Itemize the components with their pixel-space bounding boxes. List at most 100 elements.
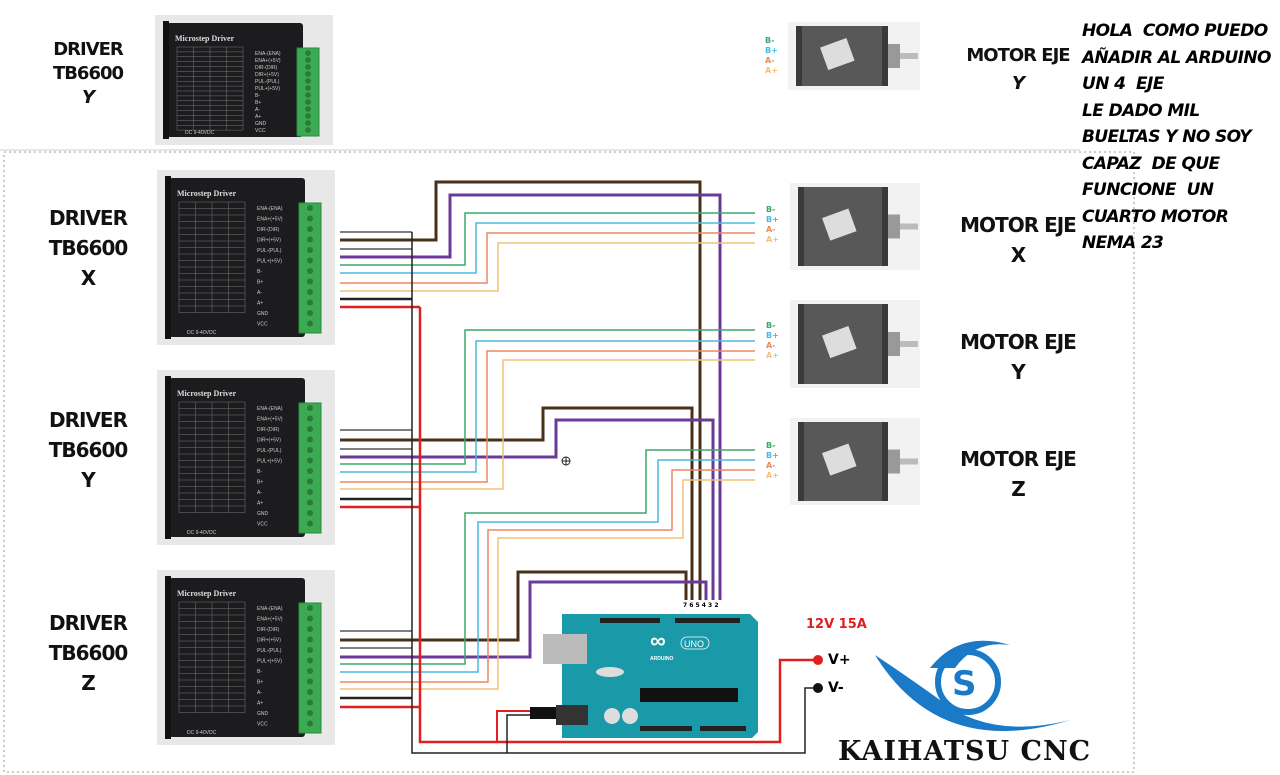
note-line: UN 4 EJE	[1082, 74, 1164, 94]
x-a-plus-wire	[340, 242, 755, 292]
driver-flange	[165, 576, 171, 739]
z-b-minus-wire	[340, 449, 755, 665]
driver-terminal-label: A-	[255, 107, 260, 113]
terminal-screw	[307, 678, 313, 685]
terminal-screw	[307, 457, 313, 464]
terminal-screw	[307, 236, 313, 243]
terminal-screw	[305, 85, 311, 91]
driver-top-y: Microstep DriverENA-(ENA)ENA+(+5V)DIR-(D…	[155, 15, 333, 145]
note-line: LE DADO MIL	[1082, 100, 1200, 121]
terminal-screw	[307, 699, 313, 706]
driver-terminal-label: B+	[255, 100, 261, 106]
power-bus	[418, 307, 818, 744]
x-b-minus-wire	[340, 212, 755, 266]
y-b-minus-wire	[340, 329, 755, 465]
driver-terminal-label: DIR-(DIR)	[255, 65, 278, 71]
coil-label: A+	[766, 235, 779, 244]
motor-flange	[888, 449, 900, 474]
driver-terminal-label: B-	[255, 93, 260, 99]
kaihatsu-logo: S	[875, 640, 1070, 732]
terminal-screw	[307, 268, 313, 274]
coil-label: A+	[766, 471, 779, 480]
note-line: CAPAZ DE QUE	[1082, 153, 1220, 174]
terminal-screw	[305, 71, 311, 77]
header-right	[675, 618, 740, 623]
terminal-screw	[307, 426, 313, 432]
motor-label-sticker	[822, 208, 857, 241]
power-plug	[530, 707, 556, 719]
ground-bus	[411, 232, 818, 754]
motor-top-y	[788, 22, 920, 90]
terminal-screw	[307, 299, 313, 306]
driver-terminal-label: DIR+(+5V)	[257, 638, 281, 644]
y-a-minus-wire	[340, 350, 755, 483]
terminal-screw	[307, 489, 313, 495]
driver-voltage: DC 9-40VDC	[187, 730, 217, 736]
coil-label: A-	[766, 341, 776, 350]
driver-flange	[165, 376, 171, 539]
coil-label: A-	[766, 225, 776, 234]
motor-y	[790, 300, 920, 388]
jack-minus-wire	[506, 714, 530, 753]
driver-x: Microstep DriverENA-(ENA)ENA+(+5V)DIR-(D…	[157, 170, 335, 345]
arduino-model: UNO	[684, 639, 704, 649]
motor-shaft	[900, 458, 918, 465]
motor-flange	[888, 332, 900, 356]
terminal-screw	[307, 626, 313, 632]
terminal-screw	[305, 50, 311, 56]
driver-terminal-label: DIR+(+5V)	[255, 72, 279, 78]
driver-terminal-label: PUL+(+5V)	[257, 659, 282, 665]
driver-terminal-label: A-	[257, 690, 262, 696]
logo-swoosh-lower	[875, 655, 1070, 732]
driver-title: Microstep Driver	[177, 589, 237, 598]
jack-plus-wire	[496, 710, 530, 742]
motor-label-sticker	[822, 326, 857, 359]
terminal-screw	[307, 720, 313, 727]
coil-label: B-	[766, 321, 776, 330]
driver-terminal-label: PUL+(+5V)	[257, 459, 282, 465]
terminal-screw	[307, 310, 313, 316]
analog-header	[700, 726, 746, 731]
vminus-terminal	[813, 683, 823, 693]
driver-flange	[165, 176, 171, 339]
terminal-screw	[307, 647, 313, 653]
logo-text: KAIHATSU CNC	[838, 736, 1092, 767]
driver-terminal-label: B-	[257, 269, 262, 275]
uno-badge	[680, 636, 710, 650]
coil-label: B-	[765, 36, 775, 45]
terminal-screw	[307, 520, 313, 527]
driver-terminal-label: B+	[257, 680, 263, 686]
coil-label: B-	[766, 205, 776, 214]
driver-terminal-label: DIR-(DIR)	[257, 227, 280, 233]
driver-terminal-label: ENA+(+5V)	[257, 217, 283, 223]
driver-terminal-label: VCC	[257, 722, 268, 728]
terminal-screw	[307, 468, 313, 474]
driver-terminal-label: PUL-(PUL)	[257, 248, 282, 254]
x-step-wire	[340, 193, 722, 600]
coil-label: B+	[766, 331, 779, 340]
note-line: CUARTO MOTOR	[1082, 206, 1229, 227]
driver-title: Microstep Driver	[177, 389, 237, 398]
coil-label: A-	[765, 56, 775, 65]
driver-terminal-label: GND	[257, 511, 269, 517]
driver-terminal-label: DIR-(DIR)	[257, 427, 280, 433]
motor-label-sticker	[820, 38, 855, 71]
driver-body	[169, 178, 305, 337]
terminal-screw	[307, 278, 313, 285]
motor-label-sticker	[822, 443, 857, 476]
x-b-plus-wire	[340, 222, 755, 274]
motor-x	[790, 183, 920, 270]
arduino-logo-icon: ∞	[650, 628, 666, 653]
terminal-screw	[305, 120, 311, 126]
driver-terminal-label: ENA-(ENA)	[257, 406, 283, 412]
driver-terminal-label: A-	[257, 290, 262, 296]
terminal-screw	[305, 106, 311, 112]
driver-title: Microstep Driver	[175, 34, 235, 43]
capacitor	[604, 708, 620, 724]
note-line: NEMA 23	[1082, 233, 1164, 253]
terminal-screw	[305, 57, 311, 63]
